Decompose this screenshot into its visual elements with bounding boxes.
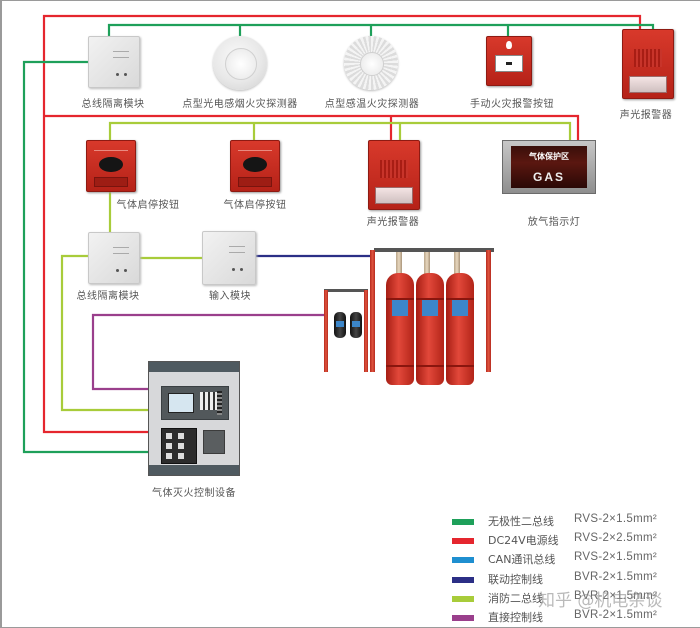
legend-spec: RVS-2×1.5mm²: [574, 551, 657, 564]
starter-shelf: [324, 289, 368, 292]
label-manual-alarm-button: 手动火灾报警按钮: [470, 99, 554, 110]
cylinder-valve: [424, 252, 430, 274]
sound-light-alarm-top[interactable]: [622, 29, 674, 99]
wire-nonpolar-main: [22, 60, 148, 454]
speaker-grill: [634, 49, 662, 67]
sound-light-alarm-mid[interactable]: [368, 140, 420, 210]
legend-spec: BVR-2×1.5mm²: [574, 589, 658, 602]
input-module[interactable]: [202, 231, 256, 285]
label-sound-light-alarm-mid: 声光报警器: [366, 217, 420, 228]
label-bus-isolator-mid: 总线隔离模块: [76, 291, 140, 302]
manifold-pipe: [374, 248, 494, 252]
label-bus-isolator-top: 总线隔离模块: [81, 99, 145, 110]
label-photo-smoke-detector: 点型光电感烟火灾探测器: [182, 99, 298, 110]
legend-name: 直接控制线: [488, 610, 543, 624]
label-discharge-indicator: 放气指示灯: [527, 217, 581, 228]
speaker-grill: [380, 160, 408, 178]
rack-post: [370, 250, 375, 372]
legend-swatch-purple: [452, 614, 474, 621]
label-gas-start-stop-2: 气体启停按钮: [223, 200, 287, 211]
wire-fire-bus-top: [108, 121, 572, 142]
starter-cylinder: [334, 312, 346, 338]
led-indicators: [111, 61, 127, 80]
legend-name: DC24V电源线: [488, 534, 559, 548]
wire-fire-bus-ctrl: [60, 254, 148, 412]
legend-swatch-yellowgreen: [452, 595, 474, 602]
cylinder-valve: [396, 252, 402, 274]
lcd-screen: [168, 393, 194, 413]
cabinet-base: [149, 465, 239, 475]
starter-post: [364, 290, 368, 372]
watermark: 知乎 @机电杂谈: [538, 591, 663, 611]
sign-title: 气体保护区: [529, 152, 569, 161]
button-header: [93, 145, 129, 151]
bus-isolator-module-mid[interactable]: [88, 232, 140, 284]
button-strip: [237, 177, 273, 187]
gas-start-stop-button-1[interactable]: [86, 140, 136, 192]
breaker-panel: [161, 428, 197, 464]
gas-start-stop-button-2[interactable]: [230, 140, 280, 192]
gas-cylinder: [446, 273, 474, 385]
legend-spec: RVS-2×2.5mm²: [574, 532, 657, 545]
legend-swatch-navy: [452, 576, 474, 583]
label-sound-light-alarm-top: 声光报警器: [619, 110, 673, 121]
strobe-window: [375, 186, 413, 204]
led-indicators: [227, 256, 243, 275]
wire-nonpolar-top: [107, 23, 655, 36]
wire-dc24v-main: [42, 14, 642, 434]
legend-name: 消防二总线: [488, 591, 543, 605]
module-label-plate: [113, 247, 129, 254]
button-header: [237, 145, 273, 151]
button-window: [243, 157, 267, 172]
legend-spec: BVR-2×1.5mm²: [574, 608, 658, 621]
gas-cylinder: [386, 273, 414, 385]
legend-spec: RVS-2×1.5mm²: [574, 513, 657, 525]
module-label-plate: [113, 51, 129, 58]
detector-core: [360, 52, 384, 76]
starter-cylinder: [350, 312, 362, 338]
label-input-module: 输入模块: [209, 291, 251, 302]
flame-icon: [506, 40, 512, 50]
wire-dc24v-branch: [44, 114, 580, 142]
detector-chamber: [224, 47, 258, 81]
gas-cylinder: [416, 273, 444, 385]
legend-swatch-blue: [452, 557, 474, 564]
button-window: [99, 157, 123, 172]
cabinet-top: [149, 362, 239, 372]
indicator-bar: [217, 391, 222, 415]
legend-name: CAN通讯总线: [488, 553, 556, 567]
manual-fire-alarm-button[interactable]: [486, 36, 532, 86]
legend-name: 联动控制线: [488, 572, 543, 586]
cabinet-drawer: [203, 430, 225, 454]
cylinder-valve: [454, 252, 460, 274]
heat-detector[interactable]: [344, 36, 398, 90]
starter-post: [324, 290, 328, 372]
legend-swatch-green: [452, 519, 474, 525]
label-heat-detector: 点型感温火灾探测器: [324, 99, 420, 110]
legend-swatch-red: [452, 538, 474, 545]
label-gas-start-stop-1: 气体启停按钮: [116, 200, 180, 211]
rack-post: [486, 250, 491, 372]
legend-name: 无极性二总线: [488, 515, 554, 528]
keypad: [200, 392, 220, 410]
wire-direct-control: [91, 313, 328, 391]
gas-cylinder-rack: [318, 240, 498, 385]
led-indicators: [111, 257, 127, 276]
sign-gas-text: GAS: [532, 170, 565, 184]
gas-extinguishing-controller[interactable]: [148, 361, 240, 476]
sign-face: 气体保护区 GAS: [511, 146, 587, 188]
legend-spec: BVR-2×1.5mm²: [574, 570, 658, 583]
label-controller: 气体灭火控制设备: [152, 488, 236, 499]
photo-smoke-detector[interactable]: [213, 36, 267, 90]
control-panel: [161, 386, 229, 420]
button-strip: [93, 177, 129, 187]
button-panel: [494, 55, 524, 72]
module-label-plate: [229, 246, 245, 253]
strobe-window: [629, 75, 667, 93]
gas-discharge-indicator[interactable]: 气体保护区 GAS: [502, 140, 596, 194]
bus-isolator-module-top[interactable]: [88, 36, 140, 88]
